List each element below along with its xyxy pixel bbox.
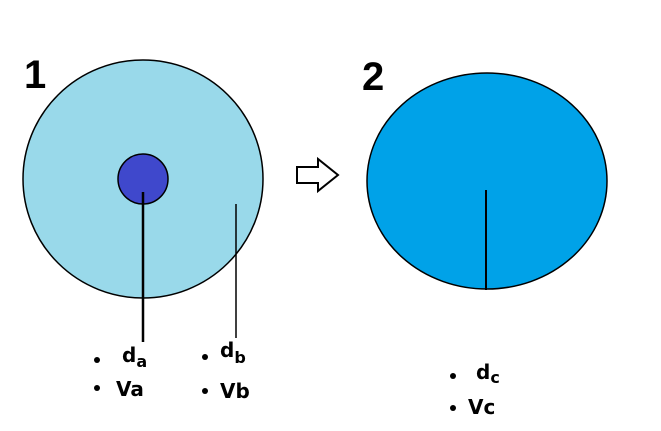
label-va: Va	[116, 377, 144, 401]
label-vb: Vb	[220, 379, 250, 403]
label-vc: Vc	[468, 395, 495, 419]
bullet	[202, 354, 208, 360]
label-da: da	[122, 343, 147, 371]
bullet	[94, 357, 100, 363]
bullet	[202, 388, 208, 394]
state1-number: 1	[24, 53, 46, 97]
state2-number: 2	[362, 55, 384, 99]
bullet	[450, 405, 456, 411]
label-db: db	[220, 338, 246, 367]
bullet	[94, 385, 100, 391]
bullet	[450, 373, 456, 379]
right-arrow-icon	[296, 156, 340, 194]
label-dc: dc	[476, 360, 500, 387]
